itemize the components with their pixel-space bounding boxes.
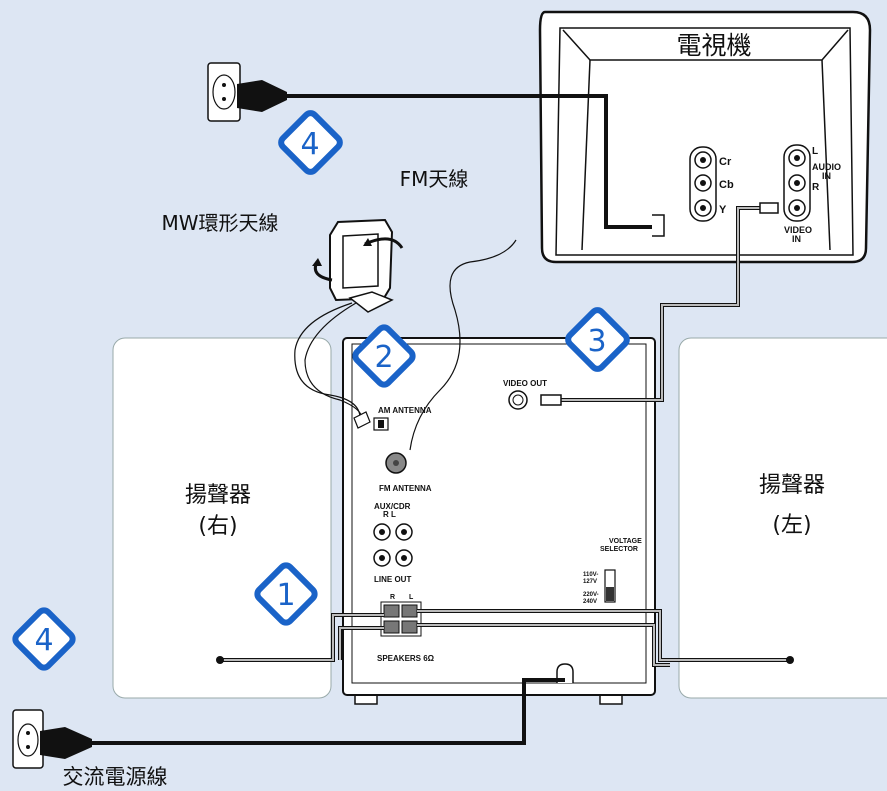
tv-audio-label: AUDIO <box>812 162 841 172</box>
step-1-number: 1 <box>276 578 295 613</box>
step-4-number-top: 4 <box>300 127 319 162</box>
mw-loop-antenna <box>312 218 404 313</box>
v220-label: 220V- <box>583 592 599 598</box>
step-4-badge-top: 4 <box>278 110 343 175</box>
tv-jack-cr-label: Cr <box>719 156 732 168</box>
speaker-left-side-label: (左) <box>772 513 811 538</box>
tv-jack-cb-label: Cb <box>719 179 734 191</box>
voltage-switch[interactable] <box>604 569 616 603</box>
tv-audio-l-label: L <box>812 146 818 157</box>
wall-outlet-bottom <box>12 709 92 769</box>
unit-power-cable <box>92 678 565 745</box>
step-4-badge-bottom: 4 <box>12 607 76 671</box>
main-unit: VIDEO OUT AM ANTENNA FM ANTENNA AUX/CDR … <box>342 337 656 705</box>
step-4-number-bottom: 4 <box>34 623 53 658</box>
spk-l-label: L <box>409 594 414 601</box>
aux-rl-label: R L <box>383 510 396 519</box>
step-3-badge: 3 <box>565 307 630 372</box>
tv-jack-y-label: Y <box>719 204 727 216</box>
speaker-left-label: 揚聲器 <box>759 473 825 498</box>
step-3-number: 3 <box>587 324 606 359</box>
tv-audio-r-label: R <box>812 182 820 193</box>
v240-label: 240V <box>583 599 597 605</box>
wall-outlet-top <box>207 62 287 122</box>
spk-r-label: R <box>390 594 395 601</box>
mw-antenna-label: MW環形天線 <box>161 211 278 235</box>
tv-video-label: VIDEO <box>784 225 812 235</box>
step-2-badge: 2 <box>352 324 416 388</box>
v127-label: 127V <box>583 579 597 585</box>
tv-label: 電視機 <box>676 31 751 60</box>
step-2-number: 2 <box>374 340 393 375</box>
voltage-label: VOLTAGE <box>609 538 642 545</box>
speaker-right-label: 揚聲器 <box>185 483 251 508</box>
speakers-label: SPEAKERS 6Ω <box>377 654 435 663</box>
tv-audio-in-label: IN <box>822 171 831 181</box>
video-cable <box>540 202 779 406</box>
speaker-cables <box>216 609 794 667</box>
tv-power-cable <box>285 94 652 229</box>
v110-label: 110V- <box>583 572 598 578</box>
speaker-right-side-label: (右) <box>198 514 237 539</box>
fm-antenna-jack-label: FM ANTENNA <box>379 484 432 493</box>
speaker-left-box: 揚聲器 (左) <box>678 337 887 699</box>
fm-antenna-label: FM天線 <box>400 167 469 191</box>
ac-power-label: 交流電源線 <box>63 765 168 789</box>
am-antenna-label: AM ANTENNA <box>378 406 432 415</box>
speaker-right-box: 揚聲器 (右) <box>112 337 332 699</box>
selector-label: SELECTOR <box>600 546 638 553</box>
step-1-badge: 1 <box>254 562 318 626</box>
video-out-label: VIDEO OUT <box>503 379 547 388</box>
antenna-wires <box>294 239 517 451</box>
tv-video-in-label: IN <box>792 234 801 244</box>
tv-set: 電視機 Cr Cb Y L AUDIO IN R VIDEO IN <box>538 10 872 264</box>
line-out-label: LINE OUT <box>374 575 411 584</box>
aux-cdr-label: AUX/CDR <box>374 502 411 511</box>
